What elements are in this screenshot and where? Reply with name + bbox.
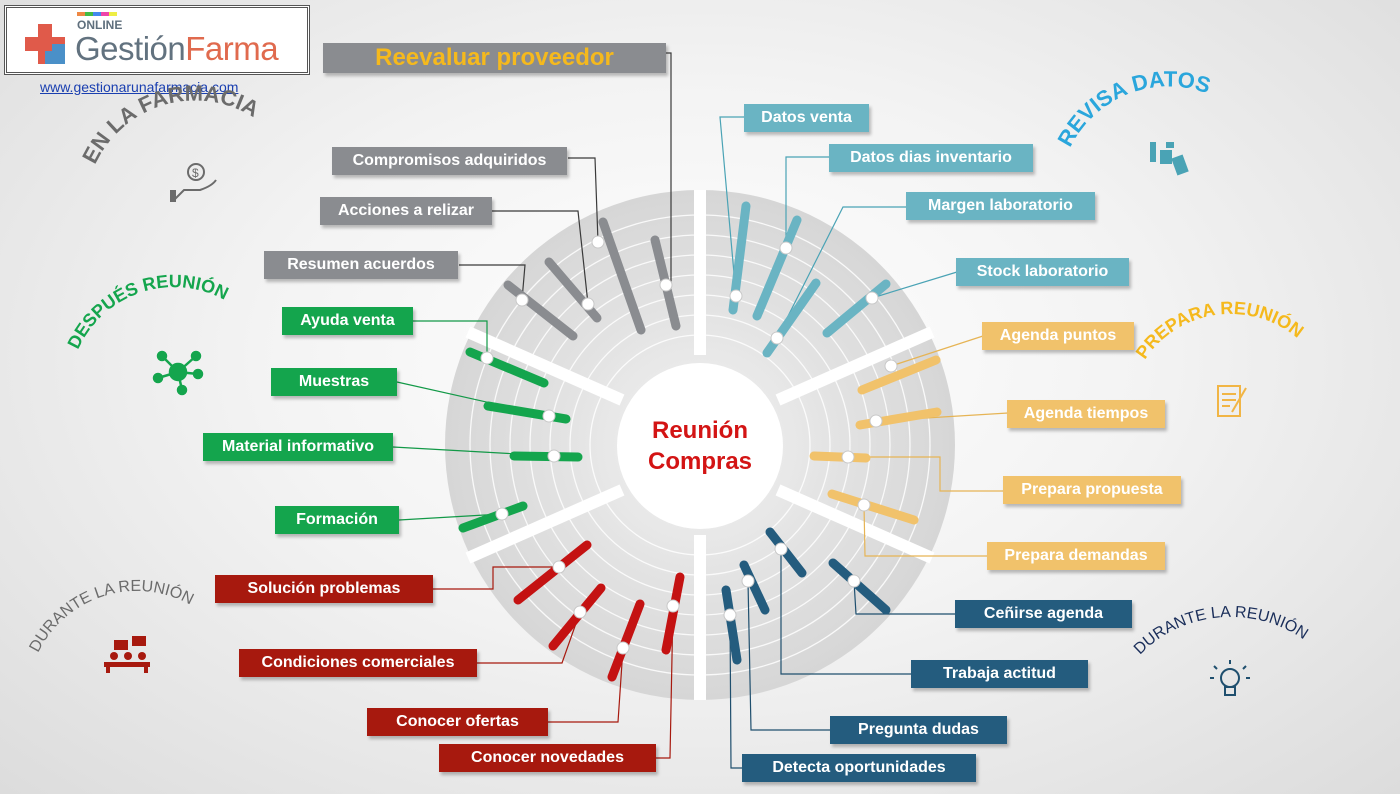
label-pregunta-dudas: Pregunta dudas (830, 716, 1007, 744)
website-link[interactable]: www.gestionarunafarmacia.com (40, 79, 239, 95)
logo-name: GestiónFarma (75, 30, 279, 68)
label-acciones-a-relizar: Acciones a relizar (320, 197, 492, 225)
center-line2: Compras (647, 448, 753, 475)
section-durante-reunion-right: DURANTE LA REUNIÓN (1131, 604, 1311, 658)
label-prepara-propuesta: Prepara propuesta (1003, 476, 1181, 504)
logo-name-part1: Gestión (75, 30, 186, 67)
label-conocer-novedades: Conocer novedades (439, 744, 656, 772)
section-durante-reunion-left: DURANTE LA REUNIÓN (26, 578, 196, 655)
label-agenda-puntos: Agenda puntos (982, 322, 1134, 350)
label-datos-venta: Datos venta (744, 104, 869, 132)
bar-navy-4 (721, 585, 742, 665)
center-circle: Reunión Compras (617, 363, 783, 529)
connector-lines (392, 52, 1009, 769)
title-reevaluar-proveedor: Reevaluar proveedor (323, 43, 666, 73)
network-icon (152, 350, 204, 396)
logo: ONLINE GestiónFarma (4, 5, 310, 75)
section-revisa-datos: REVISA DATOS (1052, 66, 1213, 150)
bar-red-1 (513, 540, 592, 605)
svg-text:$: $ (192, 166, 199, 180)
bar-yellow-1 (857, 355, 941, 395)
section-prepara-reunion: PREPARA REUNIÓN (1132, 298, 1308, 362)
label-compromisos-adquiridos: Compromisos adquiridos (332, 147, 567, 175)
label-muestras: Muestras (271, 368, 397, 396)
bar-navy-2 (739, 560, 770, 615)
label-formacion: Formación (275, 506, 399, 534)
logo-color-strip (77, 12, 117, 16)
label-agenda-tiempos: Agenda tiempos (1007, 400, 1165, 428)
bar-yellow-3 (809, 451, 871, 463)
bar-red-3 (607, 599, 645, 682)
logo-name-part2: Farma (185, 30, 279, 67)
indicator-knobs (480, 235, 898, 655)
section-en-la-farmacia: EN LA FARMACIA (77, 81, 263, 168)
pharmacy-cross-icon (25, 24, 65, 64)
bar-navy-3 (828, 558, 891, 615)
section-despues-reunion: DESPUÉS REUNIÓN (64, 271, 232, 352)
bar-red-4 (661, 572, 685, 655)
indicator-bars (458, 201, 942, 682)
label-material-informativo: Material informativo (203, 433, 393, 461)
label-cenirse-agenda: Ceñirse agenda (955, 600, 1132, 628)
label-detecta-oportunidades: Detecta oportunidades (742, 754, 976, 782)
lightbulb-icon (1210, 660, 1250, 696)
bar-gray-4 (503, 280, 578, 341)
hand-coin-icon: $ (170, 163, 217, 202)
logo-online: ONLINE (77, 18, 123, 32)
center-line1: Reunión (652, 417, 748, 444)
bar-teal-4 (822, 279, 891, 338)
label-condiciones-comerciales: Condiciones comerciales (239, 649, 477, 677)
label-margen-laboratorio: Margen laboratorio (906, 192, 1095, 220)
bar-gray-2 (598, 217, 646, 335)
label-ayuda-venta: Ayuda venta (282, 307, 413, 335)
bar-teal-2 (752, 215, 802, 321)
bar-yellow-4 (827, 489, 919, 525)
bar-green-3 (509, 451, 583, 462)
label-prepara-demandas: Prepara demandas (987, 542, 1165, 570)
label-trabaja-actitud: Trabaja actitud (911, 660, 1088, 688)
meeting-icon (104, 636, 150, 673)
label-solucion-problemas: Solución problemas (215, 575, 433, 603)
label-datos-dias-inventario: Datos dias inventario (829, 144, 1033, 172)
label-conocer-ofertas: Conocer ofertas (367, 708, 548, 736)
label-resumen-acuerdos: Resumen acuerdos (264, 251, 458, 279)
hand-data-icon (1150, 142, 1189, 176)
document-pen-icon (1217, 385, 1247, 417)
bar-green-4 (458, 501, 528, 533)
label-stock-laboratorio: Stock laboratorio (956, 258, 1129, 286)
wheel-spokes (465, 190, 935, 700)
